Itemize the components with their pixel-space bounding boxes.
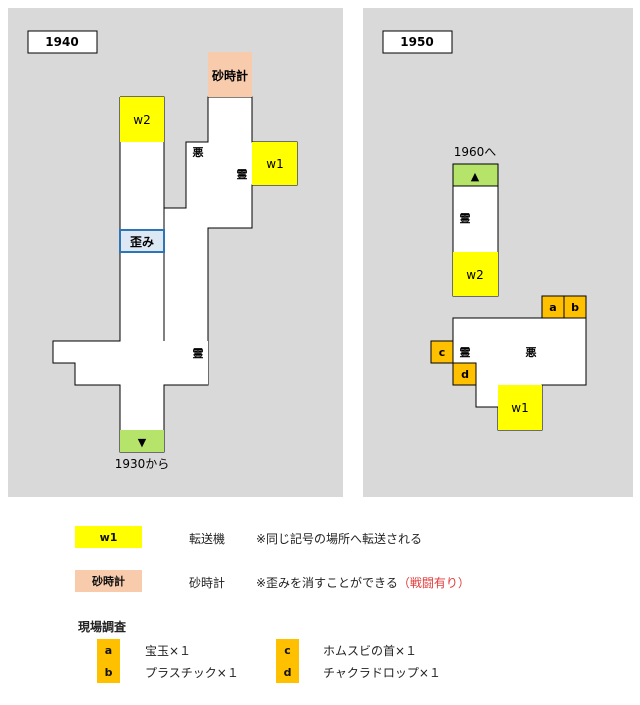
chest-d-tile	[452, 362, 477, 386]
distortion-tile	[119, 229, 165, 253]
legend-hourglass-swatch: 砂時計	[75, 570, 142, 592]
survey-title: 現場調査	[78, 620, 127, 634]
panel-1940: 1940 砂時計 w2 w1 歪み 悪 霊 霊 ▼ 1930から	[8, 8, 343, 497]
chest-d-label: d	[461, 368, 469, 381]
legend-teleporter-swatch: w1	[75, 526, 142, 548]
hourglass-label: 砂時計	[211, 68, 248, 83]
spirit-marker: 霊	[193, 347, 204, 360]
survey-key-b: b	[97, 661, 120, 683]
legend-hourglass-name: 砂時計	[189, 576, 226, 590]
chest-c-label: c	[439, 346, 446, 359]
corridor-lower	[75, 341, 208, 385]
w1-label: w1	[266, 157, 283, 171]
hourglass-tile	[208, 52, 252, 97]
exit-arrow-tile	[452, 163, 499, 187]
chest-c-tile	[430, 340, 454, 364]
w1-label: w1	[511, 401, 528, 415]
entry-arrow-tile	[120, 430, 164, 452]
survey-item-b: プラスチック×１	[145, 666, 239, 680]
survey-key-d: d	[276, 661, 299, 683]
year-label: 1940	[45, 35, 78, 49]
w2-teleporter-tile	[453, 252, 498, 296]
down-arrow-icon: ▼	[138, 436, 147, 449]
legend-teleporter-note: ※同じ記号の場所へ転送される	[256, 532, 423, 546]
w1-teleporter-tile	[498, 385, 542, 430]
survey-key-c: c	[276, 639, 299, 661]
panel-1950: 1950 1960へ ▲ 霊 w2 a b c d 霊 悪 w1	[363, 8, 633, 497]
to-label: 1960へ	[454, 145, 497, 159]
legend-hourglass-note-warning: （戦闘有り）	[397, 576, 470, 590]
survey-item-d: チャクラドロップ×１	[323, 666, 441, 680]
legend-hourglass-note: ※歪みを消すことができる（戦闘有り）	[256, 574, 470, 591]
chest-b-label: b	[571, 301, 579, 314]
w1-teleporter-tile	[252, 142, 297, 185]
legend-hourglass-note-text: ※歪みを消すことができる	[256, 576, 398, 590]
w2-label: w2	[133, 113, 150, 127]
survey-item-c: ホムスビの首×１	[323, 644, 418, 658]
evil-marker: 悪	[526, 346, 537, 359]
up-arrow-icon: ▲	[471, 170, 480, 183]
legend-teleporter-name: 転送機	[189, 532, 226, 546]
w2-teleporter-tile	[120, 97, 164, 142]
year-label-box	[382, 30, 453, 54]
year-label: 1950	[400, 35, 433, 49]
map-diagram: 1940 砂時計 w2 w1 歪み 悪 霊 霊 ▼ 1930から 1950	[8, 8, 633, 497]
spirit-marker: 霊	[460, 212, 471, 225]
distortion-label: 歪み	[130, 235, 154, 249]
spirit-marker: 霊	[237, 168, 248, 181]
year-label-box	[27, 30, 98, 54]
from-label: 1930から	[115, 457, 170, 471]
survey-item-a: 宝玉×１	[145, 644, 192, 658]
survey-key-a: a	[97, 639, 120, 661]
evil-marker: 悪	[193, 146, 204, 159]
spirit-marker: 霊	[460, 346, 471, 359]
chest-a-label: a	[549, 301, 556, 314]
chest-b-tile	[563, 295, 587, 319]
w2-label: w2	[466, 268, 483, 282]
